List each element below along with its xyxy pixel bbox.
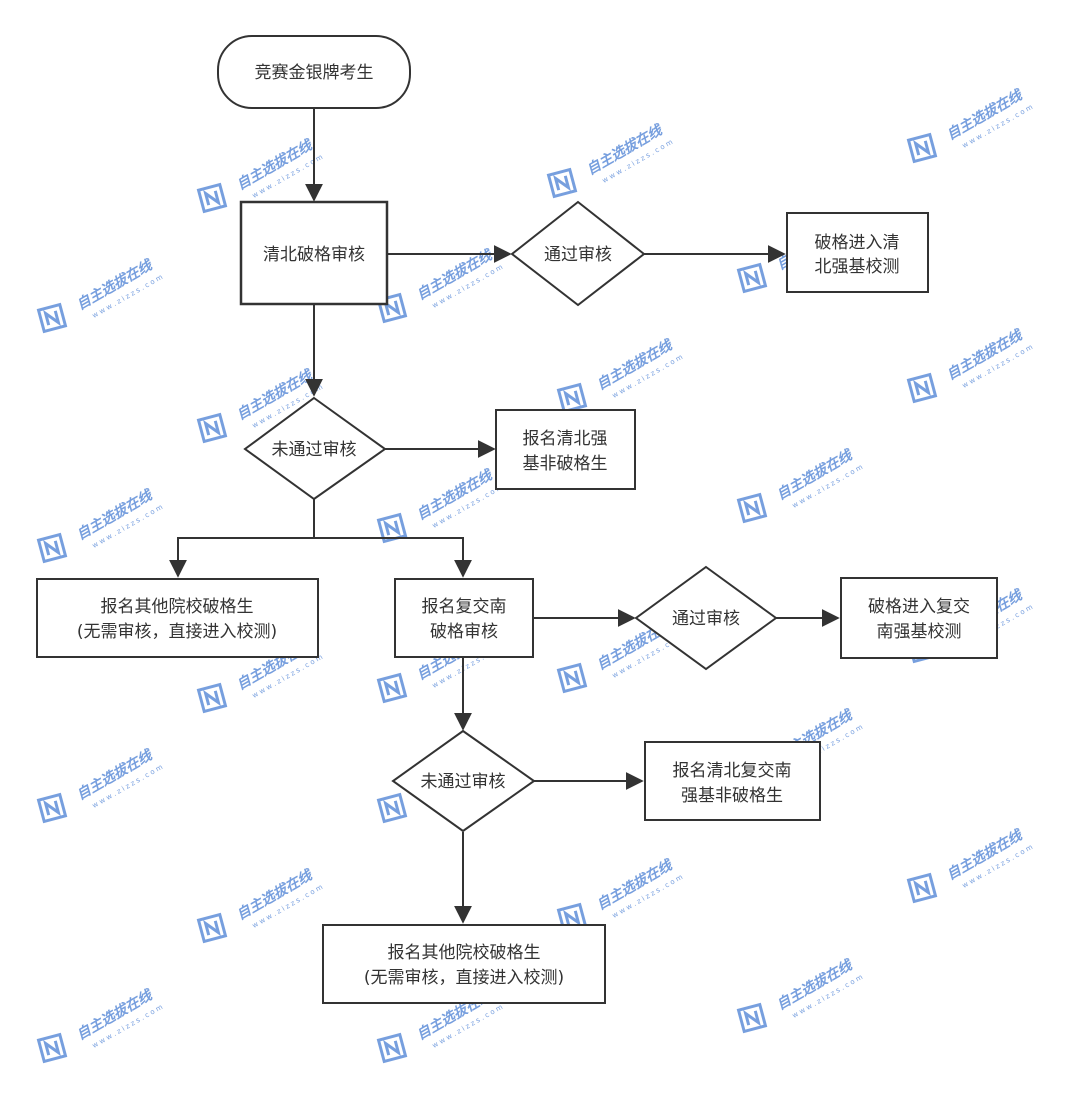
edge-fail1-to-fujiaonan <box>314 537 472 578</box>
watermark-logo-icon <box>907 133 937 163</box>
other-2-label-1: 报名其他院校破格生 <box>388 943 541 963</box>
other-1-label-1: 报名其他院校破格生 <box>101 597 254 617</box>
all-normal-box <box>644 741 821 821</box>
other-schools-box-1 <box>36 578 319 658</box>
watermark-logo-icon <box>377 673 407 703</box>
qingbei-normal-label-1: 报名清北强 <box>523 429 608 449</box>
edges <box>169 108 840 924</box>
watermark-logo-icon <box>377 793 407 823</box>
fail-1-label: 未通过审核 <box>272 440 357 460</box>
watermark-logo-icon <box>377 1033 407 1063</box>
pass-1-decision <box>510 200 646 307</box>
watermark-logo-icon <box>907 873 937 903</box>
watermark-logo-icon <box>907 373 937 403</box>
watermark-logo-icon <box>737 1003 767 1033</box>
fujiaonan-enter-label-2: 南强基校测 <box>877 622 962 642</box>
fujiaonan-enter-label-1: 破格进入复交 <box>868 597 970 617</box>
watermark-logo-icon <box>37 303 67 333</box>
watermark-logo-icon <box>557 383 587 413</box>
fujiaonan-enter-box <box>840 577 998 659</box>
qingbei-normal-box <box>495 409 636 490</box>
other-schools-box-2 <box>322 924 606 1004</box>
fujiaonan-review-label-1: 报名复交南 <box>422 597 507 617</box>
pass-1-label: 通过审核 <box>544 245 612 265</box>
watermark-logo-icon <box>197 913 227 943</box>
all-normal-label-2: 强基非破格生 <box>681 786 783 806</box>
other-2-label-2: (无需审核，直接进入校测) <box>364 968 564 988</box>
watermark-logo-icon <box>197 413 227 443</box>
other-1-label-2: (无需审核，直接进入校测) <box>77 622 277 642</box>
watermark-logo-icon <box>557 663 587 693</box>
watermark-logo-icon <box>737 493 767 523</box>
edge-fail1-to-other1 <box>169 499 315 578</box>
qingbei-review-box <box>239 200 389 306</box>
pass-2-decision <box>634 565 778 671</box>
all-normal-label-1: 报名清北复交南 <box>673 761 792 781</box>
start-terminal <box>217 35 411 109</box>
start-label: 竞赛金银牌考生 <box>255 62 374 83</box>
watermark-logo-icon <box>197 683 227 713</box>
fail-2-decision <box>391 729 536 833</box>
fail-2-label: 未通过审核 <box>421 772 506 792</box>
watermark-logo-icon <box>737 263 767 293</box>
qingbei-review-label: 清北破格审核 <box>263 245 365 265</box>
qingbei-enter-label-2: 北强基校测 <box>815 257 900 277</box>
qingbei-normal-label-2: 基非破格生 <box>523 454 608 474</box>
fail-1-decision <box>243 396 387 501</box>
qingbei-enter-label-1: 破格进入清 <box>815 233 900 253</box>
qingbei-enter-box <box>786 212 929 293</box>
watermark-logo-icon <box>197 183 227 213</box>
watermark-logo-icon <box>37 533 67 563</box>
watermark-logo-icon <box>547 168 577 198</box>
watermark-logo-icon <box>37 1033 67 1063</box>
watermark-logo-icon <box>37 793 67 823</box>
fujiaonan-review-label-2: 破格审核 <box>430 622 498 642</box>
fujiaonan-review-box <box>394 578 534 658</box>
pass-2-label: 通过审核 <box>672 609 740 629</box>
